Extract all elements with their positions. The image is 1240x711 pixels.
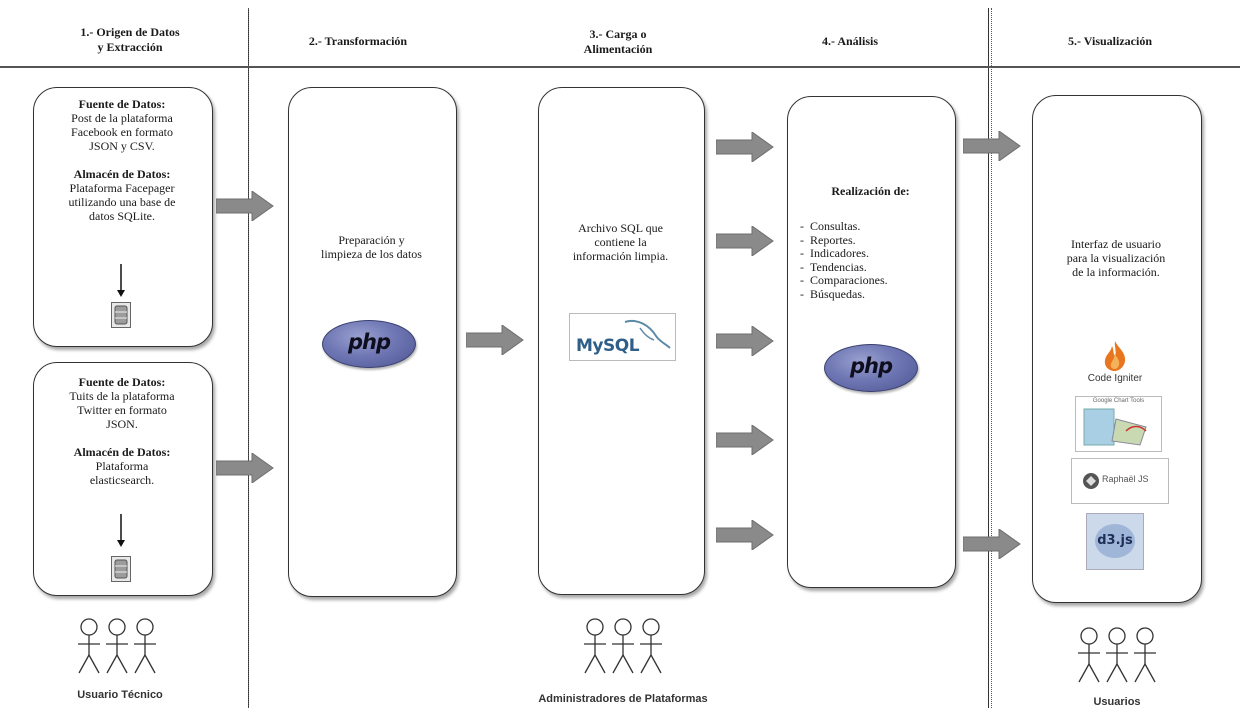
divider-4 xyxy=(991,8,992,708)
flow-arrow-icon xyxy=(716,326,774,356)
php-logo-icon: php xyxy=(824,344,918,392)
analysis-item: - Consultas. xyxy=(800,219,861,233)
analysis-item: - Reportes. xyxy=(800,232,856,247)
actor-label: Administradores de Plataformas xyxy=(538,693,708,705)
analysis-list: - Consultas. - Reportes. - Indicadores. … xyxy=(800,219,950,302)
stage-title-4: 4.- Análisis xyxy=(790,34,910,49)
facebook-storage-line-3: datos SQLite. xyxy=(89,209,155,223)
php-logo-icon: php xyxy=(322,320,416,368)
actor-label: Usuario Técnico xyxy=(77,689,163,701)
flow-arrow-icon xyxy=(716,425,774,455)
analysis-title-label: Realización de: xyxy=(831,184,910,198)
flow-arrow-icon xyxy=(216,453,274,483)
twitter-source-line-1: Tuits de la plataforma xyxy=(69,389,175,403)
facebook-storage-label: Almacén de Datos: xyxy=(73,167,171,181)
flow-arrow-icon xyxy=(963,131,1021,161)
analysis-item: - Comparaciones. xyxy=(800,273,888,288)
codeigniter-flame-icon xyxy=(1104,341,1126,371)
google-chart-tools-label: Google Chart Tools xyxy=(1092,398,1145,404)
twitter-storage-line-1: Plataforma xyxy=(95,459,149,473)
elasticsearch-database-icon xyxy=(111,556,131,582)
visualization-line-2: para la visualización xyxy=(1066,251,1166,265)
flow-arrow-icon xyxy=(716,226,774,256)
facebook-storage-line-1: Plataforma Facepager xyxy=(69,181,175,195)
analysis-title: Realización de: xyxy=(792,184,949,198)
stage-3-line-1: 3.- Carga o xyxy=(589,27,647,41)
load-text: Archivo SQL que contiene la información … xyxy=(543,221,698,263)
analysis-item-label: Reportes. xyxy=(810,232,856,247)
sqlite-database-icon xyxy=(111,302,131,328)
analysis-item-label: Tendencias. xyxy=(810,259,867,274)
twitter-storage-line-2: elasticsearch. xyxy=(89,473,155,487)
raphael-js-logo: Raphaël JS xyxy=(1071,458,1169,504)
d3js-label: d3.js xyxy=(1097,533,1133,548)
raphael-js-label: Raphaël JS xyxy=(1102,474,1149,484)
header-rule xyxy=(0,66,1240,68)
visualization-line-1: Interfaz de usuario xyxy=(1071,237,1161,251)
flow-arrow-icon xyxy=(716,520,774,550)
twitter-down-arrow-icon xyxy=(117,514,125,547)
divider-3 xyxy=(988,8,989,708)
stage-2-line-1: 2.- Transformación xyxy=(308,34,408,48)
load-line-2: contiene la xyxy=(594,235,647,249)
flow-arrow-icon xyxy=(963,529,1021,559)
stage-title-2: 2.- Transformación xyxy=(288,34,428,49)
php-logo-label: php xyxy=(347,330,391,354)
user-group-icon xyxy=(584,618,662,674)
facebook-storage-line-2: utilizando una base de xyxy=(68,195,176,209)
mysql-logo-icon: MySQL xyxy=(569,313,676,361)
twitter-source-line-3: JSON. xyxy=(106,417,138,431)
stage-title-1: 1.- Origen de Datos y Extracción xyxy=(40,25,220,55)
twitter-source-label: Fuente de Datos: xyxy=(78,375,166,389)
analysis-item: - Indicadores. xyxy=(800,246,869,261)
mysql-logo-label: MySQL xyxy=(576,336,640,356)
flow-arrow-icon xyxy=(466,325,524,355)
facebook-down-arrow-icon xyxy=(117,264,125,297)
twitter-source-text: Fuente de Datos: Tuits de la plataforma … xyxy=(38,375,206,487)
twitter-storage-label: Almacén de Datos: xyxy=(73,445,171,459)
facebook-source-line-1: Post de la plataforma xyxy=(71,111,173,125)
analysis-item-label: Consultas. xyxy=(810,219,861,233)
php-logo-label: php xyxy=(849,354,893,378)
analysis-item-label: Búsquedas. xyxy=(810,286,865,301)
visualization-line-3: de la información. xyxy=(1072,265,1160,279)
facebook-source-label: Fuente de Datos: xyxy=(78,97,166,111)
visualization-text: Interfaz de usuario para la visualizació… xyxy=(1037,237,1195,279)
flow-arrow-icon xyxy=(716,132,774,162)
analysis-item: - Búsquedas. xyxy=(800,286,865,301)
d3js-logo: d3.js xyxy=(1086,513,1144,570)
transformation-text: Preparación y limpieza de los datos xyxy=(293,233,450,261)
transformation-line-1: Preparación y xyxy=(338,233,405,247)
stage-4-line-1: 4.- Análisis xyxy=(821,34,878,48)
flow-arrow-icon xyxy=(216,191,274,221)
facebook-source-text: Fuente de Datos: Post de la plataforma F… xyxy=(38,97,206,223)
user-group-icon xyxy=(1078,627,1156,683)
divider-2 xyxy=(248,8,249,708)
user-group-icon xyxy=(78,618,156,674)
stage-3-line-2: Alimentación xyxy=(583,42,653,56)
load-line-3: información limpia. xyxy=(572,249,669,263)
load-line-1: Archivo SQL que xyxy=(578,221,663,235)
facebook-source-line-2: Facebook en formato xyxy=(71,125,173,139)
analysis-item-label: Comparaciones. xyxy=(810,273,888,288)
analysis-box xyxy=(787,96,956,588)
google-chart-tools-logo: Google Chart Tools xyxy=(1075,396,1162,452)
transformation-line-2: limpieza de los datos xyxy=(321,247,422,261)
codeigniter-logo-label: Code Igniter xyxy=(1087,373,1143,384)
stage-title-3: 3.- Carga o Alimentación xyxy=(548,27,688,57)
analysis-item-label: Indicadores. xyxy=(810,246,869,261)
stage-1-line-2: y Extracción xyxy=(97,40,163,54)
facebook-source-line-3: JSON y CSV. xyxy=(89,139,155,153)
stage-1-line-1: 1.- Origen de Datos xyxy=(80,25,180,39)
actor-label: Usuarios xyxy=(1093,696,1141,708)
twitter-source-line-2: Twitter en formato xyxy=(77,403,167,417)
analysis-item: - Tendencias. xyxy=(800,259,867,274)
stage-5-line-1: 5.- Visualización xyxy=(1067,34,1152,48)
stage-title-5: 5.- Visualización xyxy=(1030,34,1190,49)
